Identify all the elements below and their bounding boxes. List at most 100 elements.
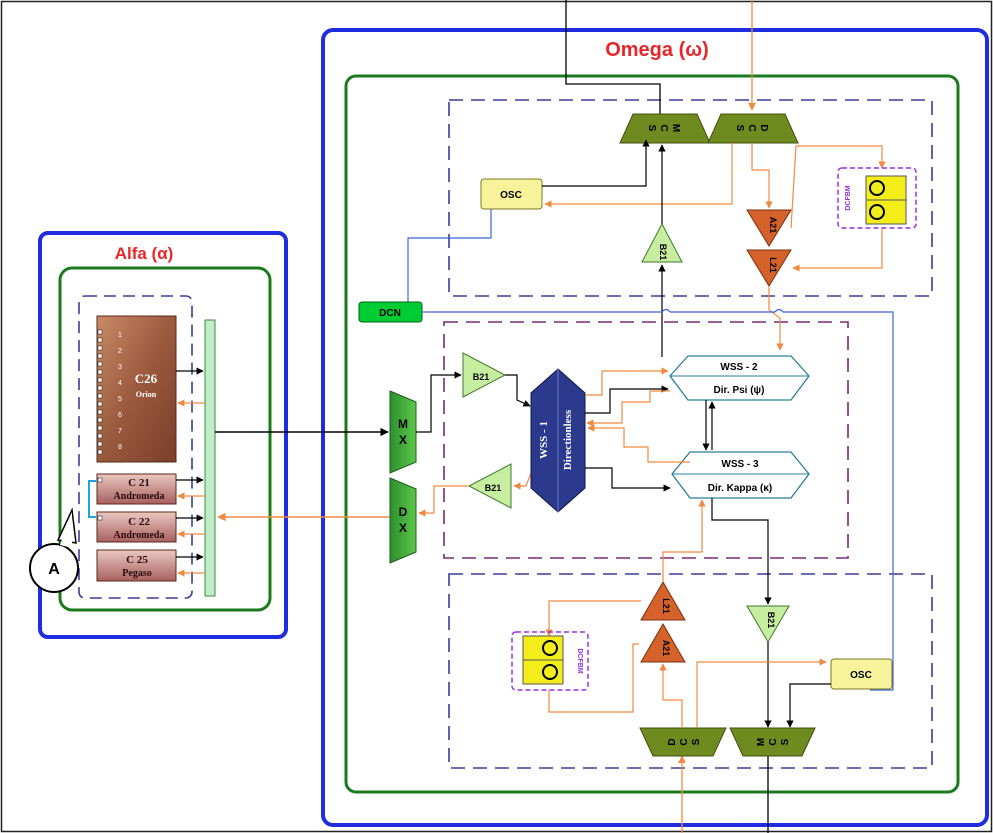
scmTop-letter: S <box>646 125 657 132</box>
c26-port-marker <box>97 409 103 415</box>
scdBot-letter: D <box>667 738 678 745</box>
b21-to-wss1 <box>505 374 531 407</box>
c26-port-marker <box>97 369 103 375</box>
l21-bottom-to-wss3 <box>662 499 706 582</box>
card-c25-pegaso: C 25 Pegaso <box>96 549 177 582</box>
osc-top: OSC <box>480 178 543 210</box>
callout-a: A <box>29 507 79 593</box>
osc-bottom-to-scm <box>786 683 831 728</box>
wss3-title: WSS - 3 <box>721 459 759 470</box>
scmBot-letter: C <box>768 738 779 745</box>
c26-port-marker <box>97 337 103 343</box>
c26-port-label: 2 <box>118 348 122 355</box>
wss2-sub: Dir. Psi (ψ) <box>714 385 765 396</box>
c26-port-label: 4 <box>118 380 122 387</box>
dcfbm-bottom: DCFBM <box>511 631 589 691</box>
top-degree-group <box>448 99 933 297</box>
c26-port-marker <box>97 345 103 351</box>
add-drop-group <box>443 321 849 559</box>
wss2-title: WSS - 2 <box>720 362 758 373</box>
l21-to-wss2 <box>768 286 784 351</box>
wss1-directionless: WSS - 1 Directionless <box>530 368 586 513</box>
osc-top-label: OSC <box>500 190 522 201</box>
a21-bottom: A21 <box>640 623 686 663</box>
l21-top: L21 <box>746 249 792 287</box>
omega-inner-border <box>344 74 960 794</box>
dcn-box: DCN <box>358 301 423 323</box>
c22-name: C 22 <box>128 516 150 528</box>
c26-port-marker <box>97 425 103 431</box>
omega-node-border <box>321 28 989 827</box>
b21-dx: B21 <box>467 463 512 509</box>
backplane-bar <box>204 319 216 597</box>
osc-top-to-scm <box>542 139 650 187</box>
card-backplane-links <box>176 367 205 577</box>
dxLbl-letter: X <box>399 521 407 535</box>
mxLbl-letter: M <box>398 417 408 431</box>
wss3-sub: Dir. Kappa (κ) <box>708 483 772 494</box>
c26-port-marker <box>97 441 103 447</box>
c26-port-marker <box>97 393 103 399</box>
scm-bottom: SCM <box>729 727 816 757</box>
b21-top-label: B21 <box>658 244 668 261</box>
dcn-bus-right <box>783 311 894 691</box>
osc-bottom-label: OSC <box>850 670 872 681</box>
omega-title: Omega (ω) <box>605 39 709 61</box>
c21-name: C 21 <box>128 477 150 489</box>
scmTop-letter: C <box>658 124 669 131</box>
dcn-label: DCN <box>379 308 401 319</box>
c26-port-marker <box>97 329 103 335</box>
wss3-to-b21-bottom <box>711 498 772 605</box>
wss-interconnects <box>585 367 716 492</box>
alfa-node-border <box>38 231 288 639</box>
c26-port-marker <box>97 361 103 367</box>
l21-top-label: L21 <box>768 257 778 273</box>
b21-bottom: B21 <box>746 605 790 643</box>
scd-bottom-to-a21 <box>659 663 683 727</box>
osc-bottom: OSC <box>830 658 893 690</box>
b21-dx-label: B21 <box>485 483 502 493</box>
c26-port-label: 3 <box>118 364 122 371</box>
scdTop-letter: C <box>746 124 757 131</box>
card-c21-andromeda: C 21 Andromeda <box>96 473 177 505</box>
mx-mux: MX <box>389 390 417 474</box>
scdTop-letter: S <box>734 125 745 132</box>
mx-to-b21 <box>416 371 462 433</box>
a21-top-label: A21 <box>768 217 778 234</box>
dcfbm-top: DCFBM <box>837 167 917 229</box>
b21-bottom-label: B21 <box>766 612 776 629</box>
dxLbl-letter: D <box>399 505 408 519</box>
c21-sub: Andromeda <box>114 491 165 502</box>
b21-to-dx <box>418 485 469 517</box>
c26-port-marker <box>97 385 103 391</box>
scmBot-letter: M <box>756 738 767 746</box>
wss3-dir-kappa: WSS - 3 Dir. Kappa (κ) <box>671 451 810 499</box>
c26-port-marker <box>97 377 103 383</box>
a21-bottom-label: A21 <box>661 640 671 657</box>
c26-port-label: 6 <box>118 412 122 419</box>
mxLbl-letter: X <box>399 433 407 447</box>
c26-port-marker <box>97 417 103 423</box>
dcfbm-to-l21 <box>792 228 883 272</box>
scd-to-osc-top <box>544 143 733 208</box>
cross-connect-bracket <box>88 480 96 518</box>
c26-name: C26 <box>135 371 158 386</box>
l21-bottom: L21 <box>640 581 686 621</box>
l21-bottom-label: L21 <box>661 598 671 614</box>
b21-mx: B21 <box>462 352 507 398</box>
scdBot-letter: S <box>691 738 702 745</box>
alfa-cards-group <box>78 295 193 599</box>
scdBot-letter: C <box>679 738 690 745</box>
c26-port-marker <box>97 433 103 439</box>
c26-port-marker <box>97 401 103 407</box>
scd-bottom-to-osc <box>696 658 827 727</box>
dcfbm-to-l21-bottom <box>545 600 641 637</box>
wss1-sub: Directionless <box>562 409 574 470</box>
scd-to-a21 <box>751 143 773 209</box>
scd-bottom: SCD <box>639 727 727 757</box>
